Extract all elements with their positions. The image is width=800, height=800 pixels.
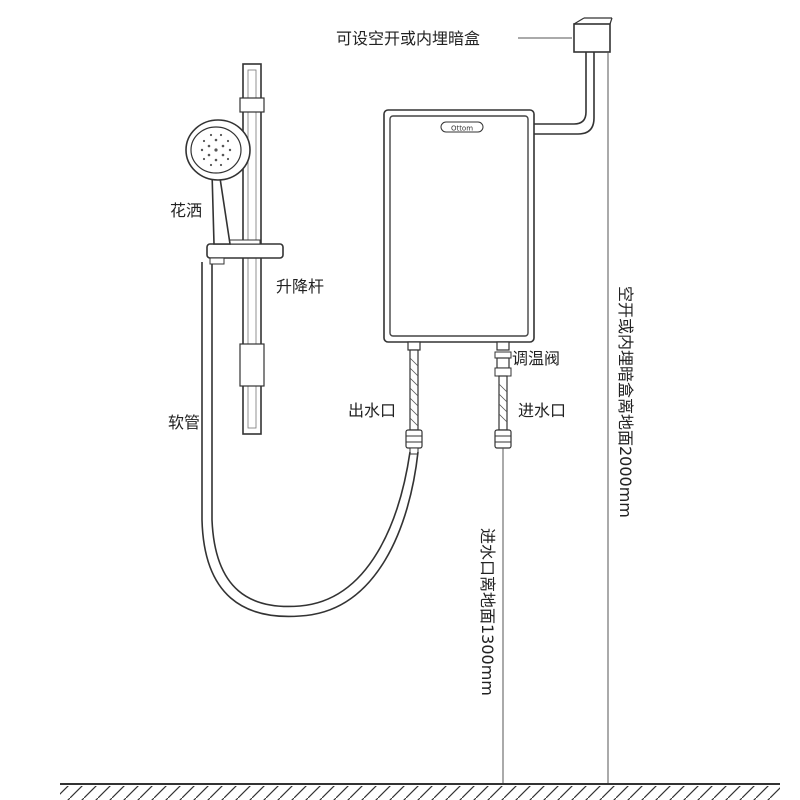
hose <box>201 262 419 618</box>
inlet-height-label: 进水口离地面1300mm <box>478 528 497 696</box>
shower-head <box>185 119 251 245</box>
lift-rod-label: 升降杆 <box>276 277 324 296</box>
box-height-label: 空开或内埋暗盒离地面2000mm <box>616 286 635 518</box>
power-cable <box>534 52 595 135</box>
slider-bracket <box>206 239 284 265</box>
svg-text:Ottom: Ottom <box>451 125 473 133</box>
breaker-box <box>573 17 613 53</box>
outlet-fitting <box>405 341 423 455</box>
valve-label: 调温阀 <box>512 349 560 368</box>
shower-head-label: 花洒 <box>170 201 202 220</box>
inlet-fitting <box>494 341 512 449</box>
brand-logo: Ottom <box>440 121 484 133</box>
temperature-valve <box>494 351 512 377</box>
outlet-label: 出水口 <box>348 401 396 420</box>
breaker-box-label: 可设空开或内埋暗盒 <box>336 29 480 48</box>
hose-label: 软管 <box>168 413 200 432</box>
inlet-label: 进水口 <box>518 401 566 420</box>
water-heater: Ottom <box>383 109 535 343</box>
floor <box>60 783 780 800</box>
